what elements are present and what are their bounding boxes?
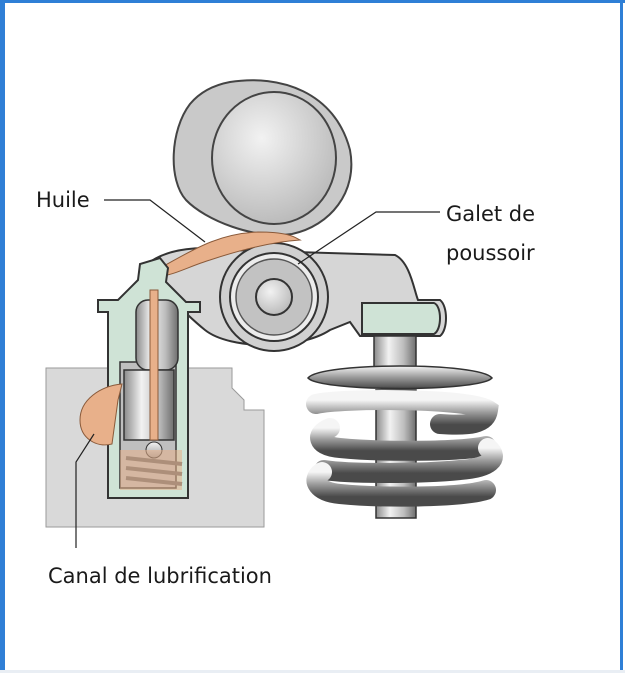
valve-spring-assembly	[306, 335, 503, 519]
label-roller-line2: poussoir	[446, 241, 535, 265]
frame-border-top	[0, 0, 625, 3]
lubrication-channel	[79, 383, 123, 446]
label-lubrication-channel: Canal de lubrification	[48, 564, 272, 588]
frame-border-bottom	[0, 670, 625, 673]
label-roller-line1: Galet de	[446, 202, 536, 226]
frame-border-left	[0, 0, 5, 673]
frame-border-right	[620, 0, 623, 673]
roller-follower	[219, 242, 329, 352]
camshaft	[172, 79, 353, 237]
oil-film	[159, 231, 302, 277]
leader-lines	[75, 199, 440, 548]
hydraulic-lash-adjuster	[97, 256, 201, 499]
leader-canal	[75, 433, 95, 548]
leader-roller	[297, 211, 440, 265]
leader-oil	[104, 199, 206, 243]
rocker-valve-pad	[361, 302, 441, 335]
label-oil: Huile	[36, 188, 90, 212]
